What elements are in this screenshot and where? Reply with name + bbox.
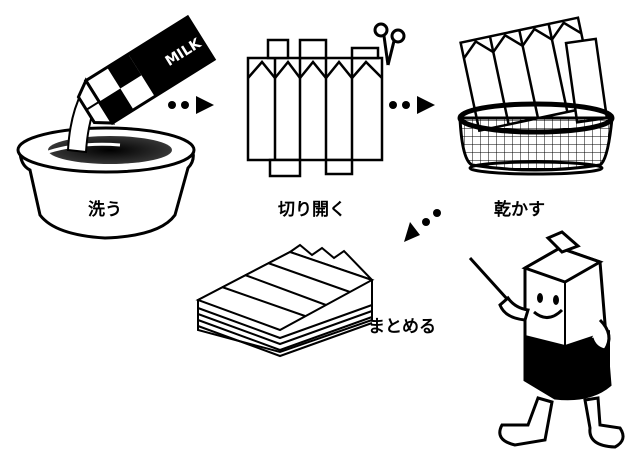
wash-bowl-icon [16, 126, 196, 240]
drying-cartons-icon [459, 16, 609, 133]
step-cut-open: 切り開く [246, 22, 406, 220]
step-wash: MILK 洗う [16, 14, 217, 240]
step-label-dry: 乾かす [494, 199, 545, 220]
stacked-cartons-icon [195, 243, 375, 358]
arrow-3-icon [404, 209, 441, 242]
arrow-2-icon [389, 96, 435, 114]
step-dry: 乾かす [457, 16, 615, 220]
carton-mascot-icon [468, 230, 625, 449]
arrow-1-icon [168, 96, 214, 114]
step-label-bundle: まとめる [368, 317, 436, 337]
step-label-wash: 洗う [88, 199, 122, 220]
step-bundle: まとめる [195, 243, 436, 358]
opened-carton-icon [246, 38, 384, 178]
step-label-cut-open: 切り開く [278, 200, 346, 220]
milk-carton-icon: MILK [76, 14, 217, 126]
basket-icon [457, 101, 615, 176]
scissors-icon [373, 22, 406, 66]
